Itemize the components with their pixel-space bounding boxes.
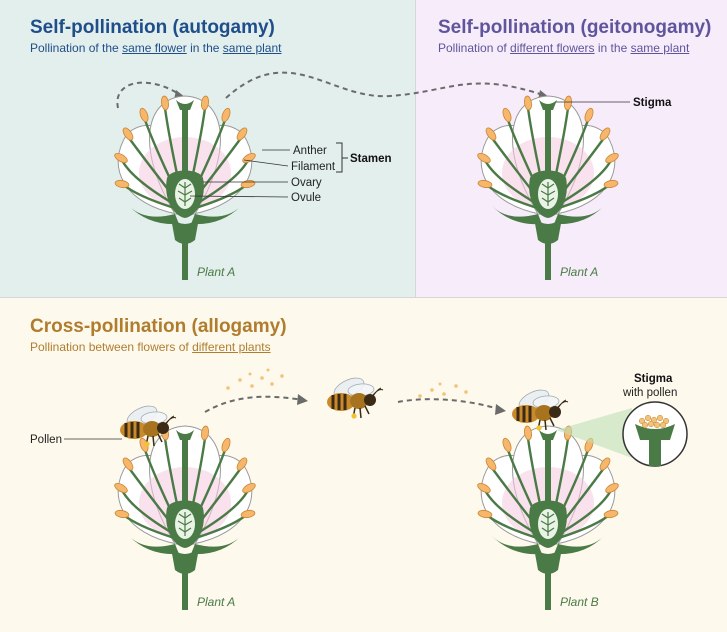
pollen-trail-2	[418, 382, 468, 398]
ovary-label: Ovary	[291, 177, 322, 189]
pollen-label: Pollen	[30, 434, 62, 446]
plant-label-a: Plant A	[197, 595, 235, 609]
geitonogamy-subtitle-part2: in the	[594, 41, 631, 55]
cross-arrow-1	[204, 395, 305, 413]
flower-autogamy	[111, 94, 259, 282]
filament-label: Filament	[291, 161, 336, 173]
ovule-leader	[189, 195, 289, 198]
plant-label-autogamy: Plant A	[197, 265, 235, 279]
stigma-callout-label: Stigma	[634, 373, 673, 385]
allogamy-subtitle-part1: Pollination between flowers of	[30, 340, 193, 354]
geitonogamy-subtitle-u1: different flowers	[510, 41, 595, 55]
autogamy-subtitle-part1: Pollination of the	[30, 41, 123, 55]
stigma-zoom-inset	[622, 401, 688, 467]
anther-label: Anther	[293, 145, 327, 157]
allogamy-title: Cross-pollination (allogamy)	[30, 316, 287, 337]
with-pollen-label: with pollen	[622, 387, 677, 399]
geitonogamy-title: Self-pollination (geitonogamy)	[438, 17, 712, 38]
autogamy-title: Self-pollination (autogamy)	[30, 17, 275, 38]
stamen-bracket	[336, 142, 348, 173]
ovule-label: Ovule	[291, 192, 321, 204]
cross-arrow-2	[397, 398, 503, 411]
flower-geitonogamy	[474, 94, 622, 282]
geitonogamy-subtitle: Pollination of different flowers in the …	[438, 41, 689, 55]
autogamy-subtitle: Pollination of the same flower in the sa…	[30, 41, 281, 55]
zoom-beam	[556, 408, 632, 458]
flower-plant-a	[111, 424, 259, 612]
autogamy-subtitle-u2: same plant	[222, 41, 282, 55]
plant-label-b: Plant B	[560, 595, 599, 609]
stigma-label: Stigma	[633, 97, 672, 109]
allogamy-subtitle-u1: different plants	[192, 340, 271, 354]
geitonogamy-subtitle-part1: Pollination of	[438, 41, 511, 55]
geitonogamy-arrow	[225, 71, 547, 99]
bee-on-plant-b	[510, 384, 570, 433]
autogamy-subtitle-u1: same flower	[122, 41, 187, 55]
autogamy-subtitle-part2: in the	[186, 41, 223, 55]
filament-leader	[243, 159, 289, 167]
geitonogamy-subtitle-u2: same plant	[630, 41, 690, 55]
flower-plant-b	[474, 424, 622, 612]
stamen-label: Stamen	[350, 153, 392, 165]
plant-label-geitonogamy: Plant A	[560, 265, 598, 279]
bee-in-flight	[325, 372, 385, 421]
cross-arrowhead-1	[297, 394, 308, 405]
cross-arrowhead-2	[495, 404, 506, 415]
allogamy-subtitle: Pollination between flowers of different…	[30, 340, 271, 354]
pollen-trail-1	[226, 368, 284, 390]
